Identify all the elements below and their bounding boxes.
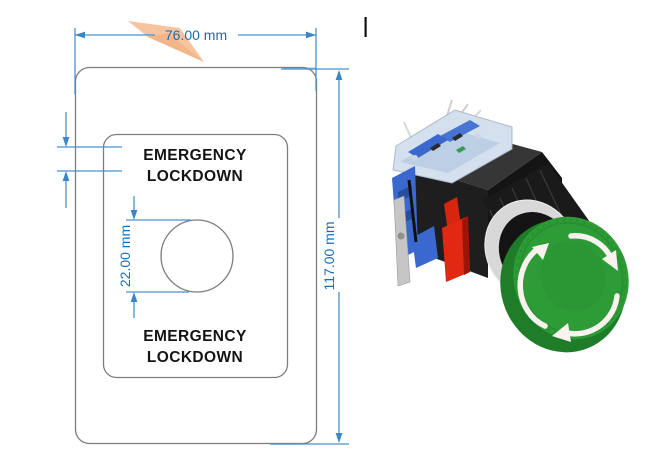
top-label-line1: EMERGENCY [143,147,247,164]
release-latch [442,197,470,282]
height-dimension: 117.00 mm [270,67,349,445]
emergency-button-photo [392,99,629,353]
rotate-arrowhead [602,250,618,271]
faceplate-outline [74,66,318,445]
terminal-screw [412,155,418,161]
top-label-line2: LOCKDOWN [147,168,243,185]
cap-center [540,240,606,312]
latch-shade [462,216,470,275]
bottom-label-line1: EMERGENCY [143,328,247,345]
orange-highlight-wedge-shade [148,33,204,62]
width-dimension: 76.00 mm [74,27,317,94]
rotate-arc [564,293,620,337]
rotate-arrowhead [552,323,571,342]
mushroom-cap [500,216,629,353]
faceplate-dimension-drawing: EMERGENCY LOCKDOWN EMERGENCY LOCKDOWN 76… [57,27,349,445]
width-dimension-label: 76.00 mm [165,27,227,43]
bracket-plate [393,195,411,287]
arrow-up-icon [62,171,70,181]
height-dimension-label: 117.00 mm [321,222,337,291]
arrow-down-icon [335,433,343,443]
terminal-strip [408,134,448,158]
contact-block-lower [412,226,438,268]
text-cursor[interactable] [364,17,367,37]
terminal-mark [430,143,441,151]
arrow-left-icon [75,31,85,39]
mounting-hole [160,219,234,293]
hole-dimension-label: 22.00 mm [117,225,133,287]
arrow-right-icon [306,31,316,39]
bottom-label-line2: LOCKDOWN [147,349,243,366]
cover-inner-shade [400,130,500,173]
mounting-bracket [393,179,418,287]
terminal-screw [475,133,481,139]
rotate-arc [517,245,548,329]
rotate-arrowhead [532,243,549,260]
orange-highlight-mark [128,21,204,62]
terminal-pin [446,99,453,117]
arrow-down-icon [62,137,70,147]
terminal-mark [452,133,463,141]
terminal-cover [392,99,513,184]
arrow-up-icon [335,70,343,80]
label-area-outline [102,133,289,379]
arrow-down-icon [130,210,138,220]
dark-rod [407,179,418,243]
terminal-strip [440,120,480,142]
green-chip [456,146,466,153]
bracket-screw [397,232,405,240]
arrow-up-icon [130,292,138,302]
left-gap-dimension [57,112,122,208]
hole-dimension: 22.00 mm [117,196,191,318]
rotate-arrow-icon [517,233,620,342]
